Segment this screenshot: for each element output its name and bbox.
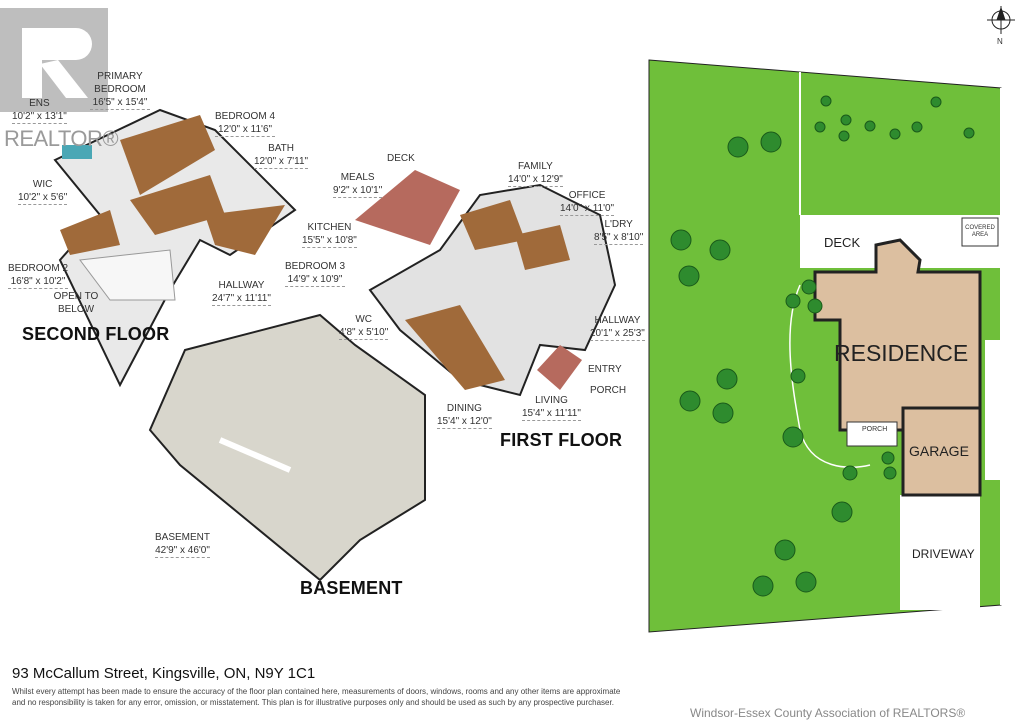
room-dims: 10'2" x 13'1" bbox=[12, 111, 67, 124]
room-label: BATH 12'0" x 7'11" bbox=[254, 142, 309, 169]
room-name: LIVING bbox=[535, 395, 568, 406]
room-name: ENTRY bbox=[588, 364, 622, 375]
room-name: BATH bbox=[268, 143, 295, 154]
room-label: HALLWAY 20'1" x 25'3" bbox=[590, 314, 645, 341]
room-name: BEDROOM 3 bbox=[285, 261, 346, 272]
second-floor-plan bbox=[53, 108, 297, 388]
room-dims: 4'8" x 5'10" bbox=[339, 327, 389, 340]
room-label: ENS 10'2" x 13'1" bbox=[12, 97, 67, 124]
driveway-area bbox=[900, 495, 980, 610]
room-dims: 42'9" x 46'0" bbox=[155, 545, 211, 558]
association-watermark: Windsor-Essex County Association of REAL… bbox=[690, 706, 966, 720]
room-label: FAMILY 14'0" x 12'9" bbox=[508, 160, 563, 187]
second-floor-title: SECOND FLOOR bbox=[22, 324, 170, 344]
room-dims: 9'2" x 10'1" bbox=[333, 185, 383, 198]
realtor-watermark: REALTOR® bbox=[4, 126, 119, 151]
room-label: HALLWAY 24'7" x 11'11" bbox=[212, 279, 271, 306]
room-name: WC bbox=[355, 314, 372, 325]
room-name: DINING bbox=[446, 403, 482, 414]
room-dims: 8'5" x 8'10" bbox=[594, 232, 644, 245]
room-label: ENTRY bbox=[588, 363, 622, 376]
room-name: OFFICE bbox=[568, 190, 606, 201]
room-label: WIC 10'2" x 5'6" bbox=[18, 178, 68, 205]
room-name: BEDROOM 2 bbox=[8, 263, 69, 274]
room-dims: 24'7" x 11'11" bbox=[212, 293, 271, 306]
north-label: N bbox=[997, 37, 1003, 46]
covered-area-label: COVERED AREA bbox=[965, 225, 995, 238]
room-name: PORCH bbox=[590, 385, 627, 396]
room-label: MEALS 9'2" x 10'1" bbox=[333, 171, 383, 198]
north-arrow-icon bbox=[987, 6, 1015, 34]
first-floor-title: FIRST FLOOR bbox=[500, 430, 623, 450]
basement-title: BASEMENT bbox=[300, 578, 403, 598]
residence-label: RESIDENCE bbox=[834, 340, 969, 366]
room-label: OFFICE 14'0" x 11'0" bbox=[560, 189, 615, 216]
room-name: HALLWAY bbox=[594, 315, 641, 326]
driveway-label: DRIVEWAY bbox=[912, 547, 975, 561]
room-dims: 10'2" x 5'6" bbox=[18, 192, 68, 205]
porch-label: PORCH bbox=[862, 426, 888, 433]
room-name: MEALS bbox=[340, 172, 375, 183]
covered-area-box bbox=[961, 217, 999, 247]
porch-area bbox=[846, 421, 898, 447]
room-label: PORCH bbox=[590, 384, 626, 397]
disclaimer: Whilst every attempt has been made to en… bbox=[12, 687, 621, 707]
residence-footprint bbox=[813, 238, 982, 432]
room-dims: 15'4" x 12'0" bbox=[437, 416, 492, 429]
room-name: WIC bbox=[32, 179, 53, 190]
room-name: OPEN TO BELOW bbox=[53, 291, 99, 315]
room-label: KITCHEN 15'5" x 10'8" bbox=[302, 221, 357, 248]
first-floor-plan bbox=[355, 170, 617, 397]
room-label: L'DRY 8'5" x 8'10" bbox=[594, 218, 644, 245]
room-label: WC 4'8" x 5'10" bbox=[339, 313, 389, 340]
room-name: KITCHEN bbox=[307, 222, 352, 233]
room-dims: 16'5" x 15'4" bbox=[90, 96, 150, 110]
room-name: BEDROOM 4 bbox=[215, 111, 276, 122]
room-dims: 14'0" x 12'9" bbox=[508, 174, 563, 187]
room-dims: 20'1" x 25'3" bbox=[590, 328, 645, 341]
room-dims: 12'0" x 11'6" bbox=[215, 123, 276, 137]
room-label: OPEN TO BELOW bbox=[50, 290, 102, 316]
room-dims: 15'5" x 10'8" bbox=[302, 235, 357, 248]
room-dims: 14'0" x 11'0" bbox=[560, 203, 615, 216]
garage-label: GARAGE bbox=[909, 443, 969, 459]
site-plan bbox=[648, 6, 1015, 633]
room-label: DINING 15'4" x 12'0" bbox=[437, 402, 492, 429]
basement-plan bbox=[148, 313, 426, 582]
room-label: BASEMENT 42'9" x 46'0" bbox=[155, 531, 211, 558]
room-label: DECK bbox=[387, 152, 415, 165]
room-label: LIVING 15'4" x 11'11" bbox=[522, 394, 581, 421]
property-address: 93 McCallum Street, Kingsville, ON, N9Y … bbox=[12, 665, 316, 682]
room-dims: 14'9" x 10'9" bbox=[285, 273, 346, 287]
trees bbox=[670, 95, 975, 597]
room-name: L'DRY bbox=[604, 219, 633, 230]
room-name: HALLWAY bbox=[218, 280, 265, 291]
room-name: BASEMENT bbox=[155, 532, 211, 543]
room-dims: 16'8" x 10'2" bbox=[8, 275, 69, 289]
garage-footprint bbox=[901, 406, 982, 497]
room-name: FAMILY bbox=[518, 161, 553, 172]
room-dims: 15'4" x 11'11" bbox=[522, 408, 581, 421]
room-name: ENS bbox=[29, 98, 50, 109]
deck-label: DECK bbox=[824, 235, 861, 250]
room-dims: 12'0" x 7'11" bbox=[254, 156, 309, 169]
room-name: DECK bbox=[387, 153, 415, 164]
realtor-logo bbox=[0, 8, 108, 112]
room-name: PRIMARY BEDROOM bbox=[94, 71, 146, 95]
